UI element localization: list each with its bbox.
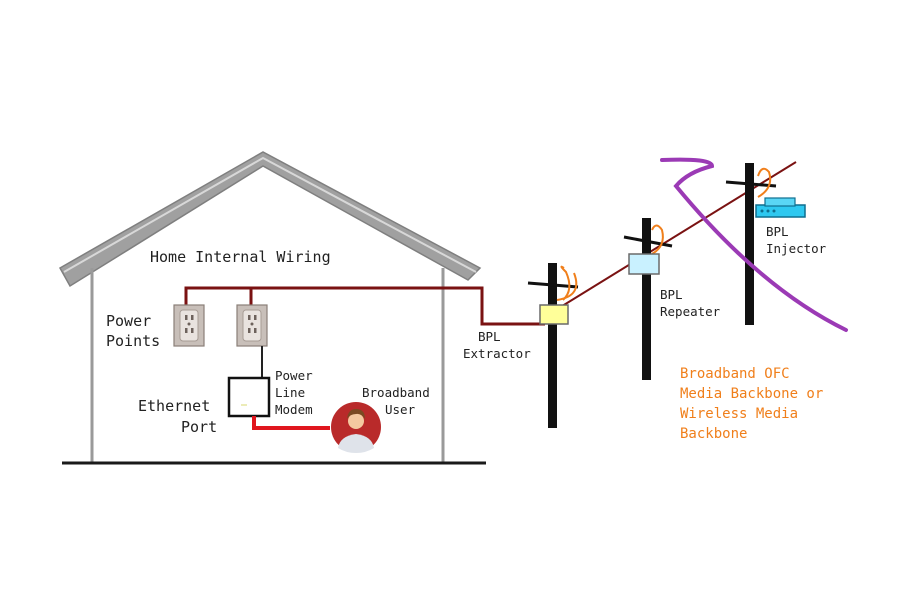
power-points-label: Power Points: [106, 312, 160, 350]
home-power-wiring: [184, 286, 545, 326]
house-walls: [90, 268, 445, 463]
diagram-title: Home Internal Wiring: [150, 248, 331, 266]
pole-injector: [725, 163, 777, 325]
outlet-icon: [236, 304, 268, 347]
pole-repeater: [623, 218, 673, 380]
overhead-power-line: [545, 161, 797, 317]
power-line-modem-label: Power Line Modem: [275, 368, 320, 417]
bpl-extractor-label: BPL Extractor: [463, 329, 531, 361]
house-roof: [58, 151, 482, 288]
bpl-injector-label: BPL Injector: [766, 224, 827, 256]
broadband-user-label: Broadband User: [362, 385, 437, 417]
bpl-repeater-box: [628, 253, 660, 275]
bpl-repeater-label: BPL Repeater: [660, 287, 721, 319]
pole-extractor: [527, 263, 579, 428]
drop-wires: [556, 167, 772, 301]
user-icon: [331, 402, 381, 453]
backbone-label: Broadband OFC Media Backbone or Wireless…: [680, 366, 832, 442]
outlet-icon: [173, 304, 205, 347]
bpl-extractor-box: [539, 304, 569, 325]
ethernet-cable: [252, 416, 330, 430]
backbone-curve: [660, 157, 848, 332]
ethernet-port-label: Ethernet Port: [138, 397, 219, 436]
modem-icon: [227, 376, 271, 418]
injector-icon: [755, 197, 806, 218]
